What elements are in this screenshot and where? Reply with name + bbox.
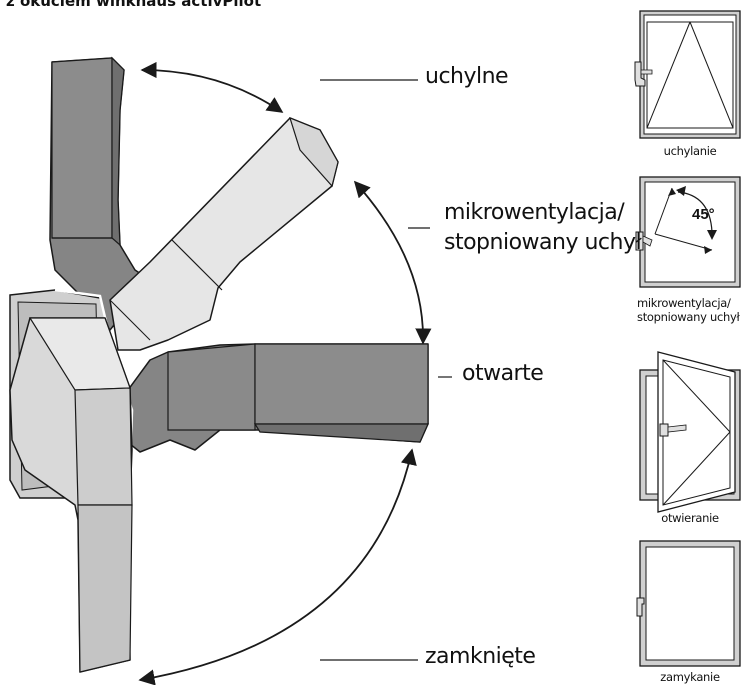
angle-label: 45° [692, 206, 715, 223]
arrow-tilt-to-open [353, 180, 432, 345]
page-heading: z okuciem winkhaus activPilot [6, 0, 262, 10]
tilt-window-icon [634, 10, 741, 139]
label-open: otwarte [462, 361, 544, 386]
label-micro-line2: stopniowany uchył [444, 230, 642, 255]
caption-closed: zamykanie [660, 670, 720, 684]
handle-open-position [124, 343, 429, 453]
caption-open: otwieranie [661, 511, 719, 525]
caption-micro-line2: stopniowany uchył [637, 310, 740, 324]
arrow-open-to-closed [138, 448, 417, 685]
label-micro: mikrowentylacja/ stopniowany uchył [444, 198, 642, 258]
handle-closed-position [9, 317, 133, 673]
handle-micro-position [109, 116, 339, 351]
label-tilt: uchylne [425, 64, 509, 89]
closed-window-icon [636, 540, 741, 667]
caption-tilt: uchylanie [663, 144, 717, 158]
caption-micro: mikrowentylacja/ stopniowany uchył [637, 296, 740, 324]
caption-micro-line1: mikrowentylacja/ [637, 296, 731, 310]
micro-window-icon [635, 176, 741, 288]
open-window-icon [639, 351, 741, 513]
label-micro-line1: mikrowentylacja/ [444, 200, 625, 225]
arrow-closed-to-tilt [140, 61, 284, 113]
handle-tilt-position [49, 56, 151, 331]
label-closed: zamknięte [425, 644, 536, 669]
